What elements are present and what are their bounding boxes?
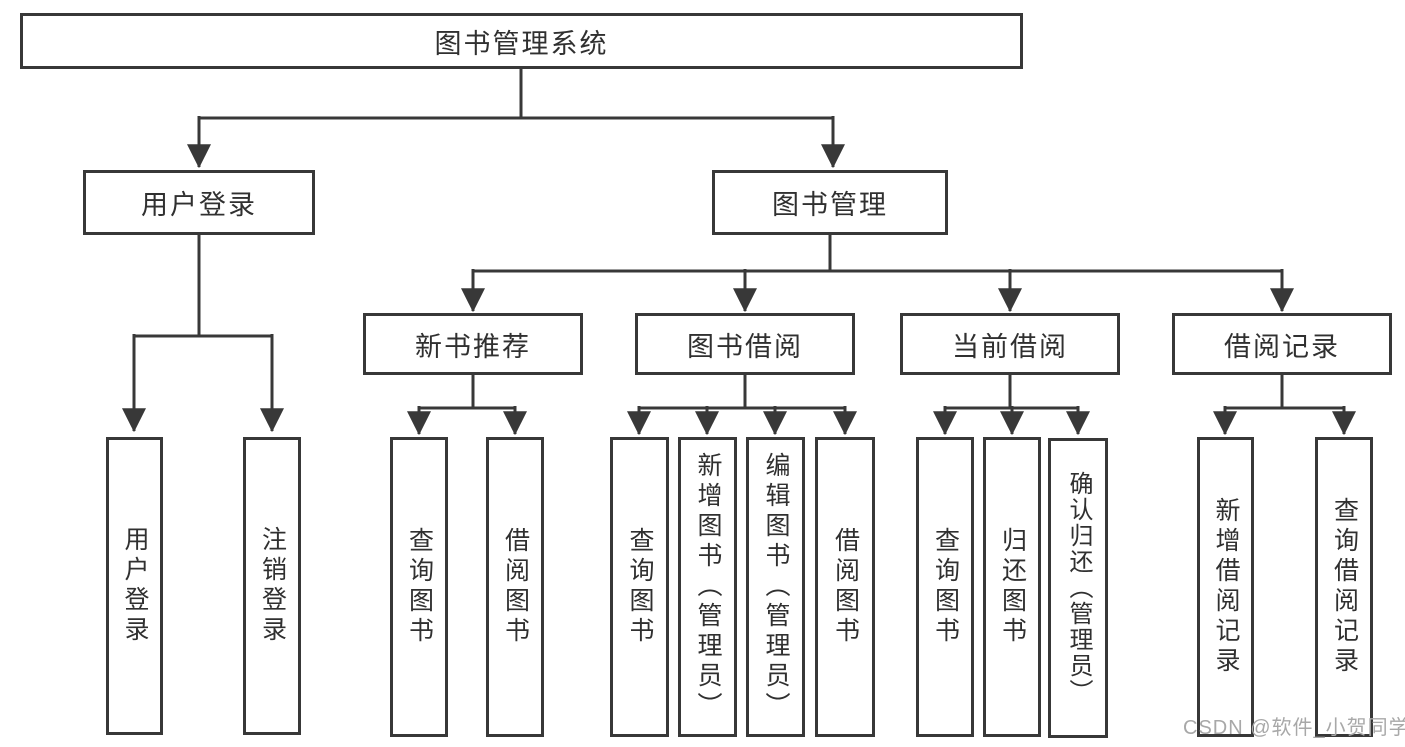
leaf-borrow-books-2: 借阅图书 [815, 437, 875, 737]
leaf-query-books-3: 查询图书 [916, 437, 974, 737]
leaf-borrow-books-1: 借阅图书 [486, 437, 544, 737]
leaf-logout: 注销登录 [243, 437, 301, 735]
leaf-edit-book-admin: 编辑图书（管理员） [746, 437, 805, 737]
node-new-book-recommend: 新书推荐 [363, 313, 583, 375]
leaf-confirm-return-admin: 确认归还（管理员） [1048, 438, 1108, 738]
leaf-return-books: 归还图书 [983, 437, 1041, 737]
leaf-query-books-2: 查询图书 [610, 437, 669, 737]
leaf-query-books-1: 查询图书 [390, 437, 448, 737]
node-book-management: 图书管理 [712, 170, 948, 235]
node-book-borrow: 图书借阅 [635, 313, 855, 375]
leaf-add-book-admin: 新增图书（管理员） [678, 437, 737, 737]
node-current-borrow: 当前借阅 [900, 313, 1120, 375]
leaf-query-borrow-record: 查询借阅记录 [1315, 437, 1373, 737]
node-root: 图书管理系统 [20, 13, 1023, 69]
leaf-add-borrow-record: 新增借阅记录 [1197, 437, 1254, 737]
csdn-watermark: CSDN @软件_小贺同学 [1183, 717, 1405, 739]
leaf-user-login: 用户登录 [106, 437, 163, 735]
node-borrow-records: 借阅记录 [1172, 313, 1392, 375]
node-user-login: 用户登录 [83, 170, 315, 235]
